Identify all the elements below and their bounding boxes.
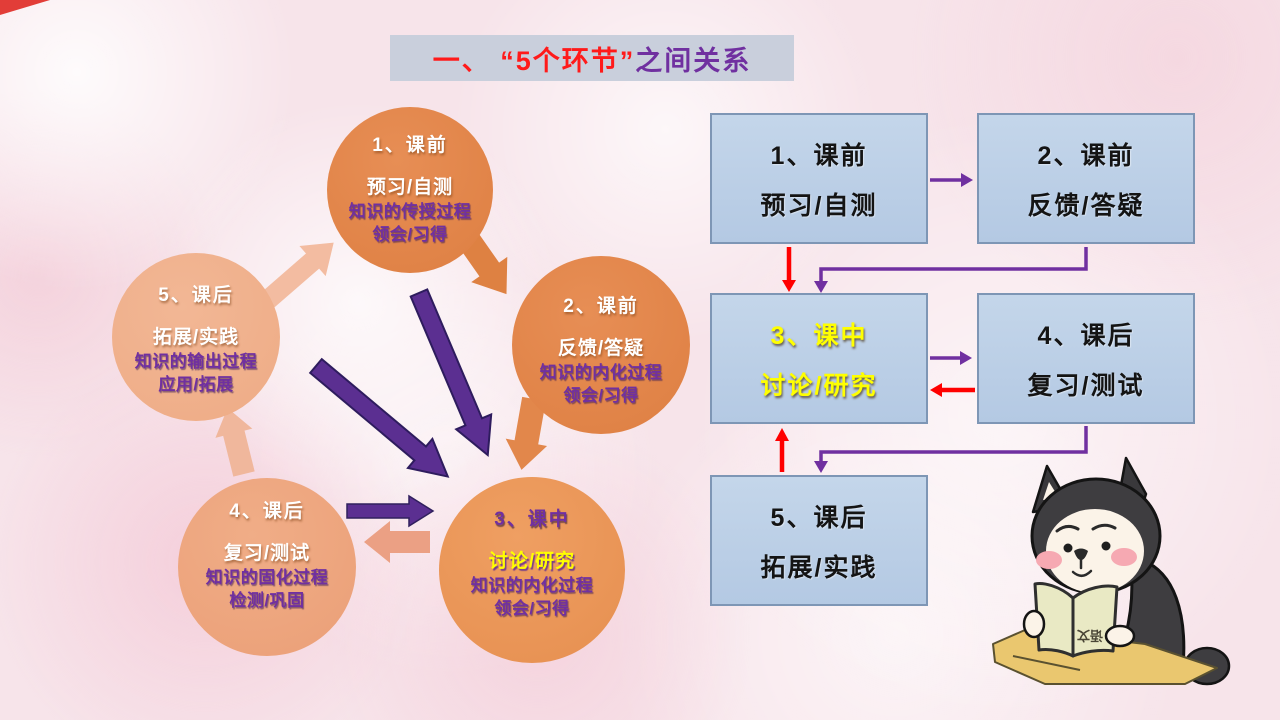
flow-arrow-2-to-3-icon (814, 247, 1088, 293)
cycle-step-3: 3、课中 讨论/研究 知识的内化过程 领会/习得 (439, 477, 625, 663)
cycle-step-2: 2、课前 反馈/答疑 知识的内化过程 领会/习得 (512, 256, 690, 434)
dog-mouth-icon (1071, 558, 1093, 577)
dog-left-paw (1022, 609, 1046, 639)
cycle-step-2-title: 2、课前 (563, 296, 639, 317)
book-left-page (1033, 582, 1075, 658)
cycle-step-3-title: 3、课中 (494, 509, 570, 530)
cycle-step-4: 4、课后 复习/测试 知识的固化过程 检测/巩固 (178, 478, 356, 656)
dog-right-eye (1101, 541, 1111, 551)
cycle-step-4-result: 检测/巩固 (229, 591, 305, 611)
flow-box-2: 2、课前 反馈/答疑 (977, 113, 1195, 244)
cycle-step-1-result: 领会/习得 (372, 225, 448, 245)
cycle-step-5-result: 应用/拓展 (158, 375, 234, 395)
dog-face (1046, 509, 1144, 593)
dog-body (1030, 456, 1231, 686)
arrow-4-to-3-icon (346, 494, 435, 528)
flow-box-1-action: 预习/自测 (760, 191, 878, 220)
cycle-step-1-process: 知识的传授过程 (348, 202, 472, 221)
flow-box-4: 4、课后 复习/测试 (977, 293, 1195, 424)
cycle-step-3-process: 知识的内化过程 (470, 576, 594, 595)
cycle-step-3-result: 领会/习得 (494, 599, 570, 619)
cycle-step-5-process: 知识的输出过程 (134, 352, 258, 371)
title-purple-text: 之间关系 (635, 45, 752, 76)
dog-left-eye (1063, 543, 1073, 553)
dog-right-paw (1104, 624, 1136, 648)
flow-box-4-title: 4、课后 (1037, 321, 1135, 350)
flow-box-4-action: 复习/测试 (1027, 371, 1145, 400)
book-title-text: 语文 (1076, 628, 1103, 643)
cycle-step-2-process: 知识的内化过程 (539, 363, 663, 382)
cycle-step-5-title: 5、课后 (158, 285, 234, 306)
cycle-step-4-title: 4、课后 (229, 501, 305, 522)
big-arrow-left-to-3-icon (308, 357, 450, 478)
flow-arrow-1-to-2-icon (930, 173, 973, 187)
cycle-step-2-result: 领会/习得 (563, 386, 639, 406)
dog-mascot: 语文 (985, 448, 1280, 720)
flow-box-1: 1、课前 预习/自测 (710, 113, 928, 244)
flow-arrow-5-to-3-icon (775, 428, 789, 472)
flow-box-2-title: 2、课前 (1037, 141, 1135, 170)
flow-box-3: 3、课中 讨论/研究 (710, 293, 928, 424)
flow-arrow-3-to-4-icon (930, 351, 972, 365)
flow-box-3-action: 讨论/研究 (760, 371, 878, 400)
flow-arrow-1-down-icon (782, 247, 796, 292)
dog-left-cheek (1036, 551, 1062, 569)
dog-eyebrows-icon (1055, 523, 1117, 533)
flow-box-5-action: 拓展/实践 (760, 553, 878, 582)
flow-box-5: 5、课后 拓展/实践 (710, 475, 928, 606)
cycle-step-4-process: 知识的固化过程 (205, 568, 329, 587)
page-title: 一、 “5个环节” 之间关系 (390, 35, 794, 81)
flow-box-2-action: 反馈/答疑 (1027, 191, 1145, 220)
cycle-step-4-action: 复习/测试 (223, 543, 311, 564)
book: 语文 (1022, 582, 1136, 658)
arrow-3-to-4-icon (364, 521, 430, 563)
flow-box-3-title: 3、课中 (770, 321, 868, 350)
cycle-step-5: 5、课后 拓展/实践 知识的输出过程 应用/拓展 (112, 253, 280, 421)
flow-arrow-4-to-3-icon (930, 383, 975, 397)
cycle-step-1-title: 1、课前 (372, 135, 448, 156)
flow-box-5-title: 5、课后 (770, 503, 868, 532)
dog-right-cheek (1111, 548, 1137, 566)
cycle-step-5-action: 拓展/实践 (152, 327, 240, 348)
flow-box-1-title: 1、课前 (770, 141, 868, 170)
cycle-step-1-action: 预习/自测 (366, 177, 454, 198)
book-right-page (1071, 584, 1119, 658)
cycle-step-2-action: 反馈/答疑 (557, 338, 645, 359)
dog-nose-icon (1074, 548, 1088, 560)
title-red-text: 一、 “5个环节” (432, 45, 636, 76)
corner-decoration (0, 0, 50, 15)
cycle-step-3-action: 讨论/研究 (488, 551, 576, 572)
big-arrow-top-to-3-icon (409, 288, 493, 457)
cycle-step-1: 1、课前 预习/自测 知识的传授过程 领会/习得 (327, 107, 493, 273)
